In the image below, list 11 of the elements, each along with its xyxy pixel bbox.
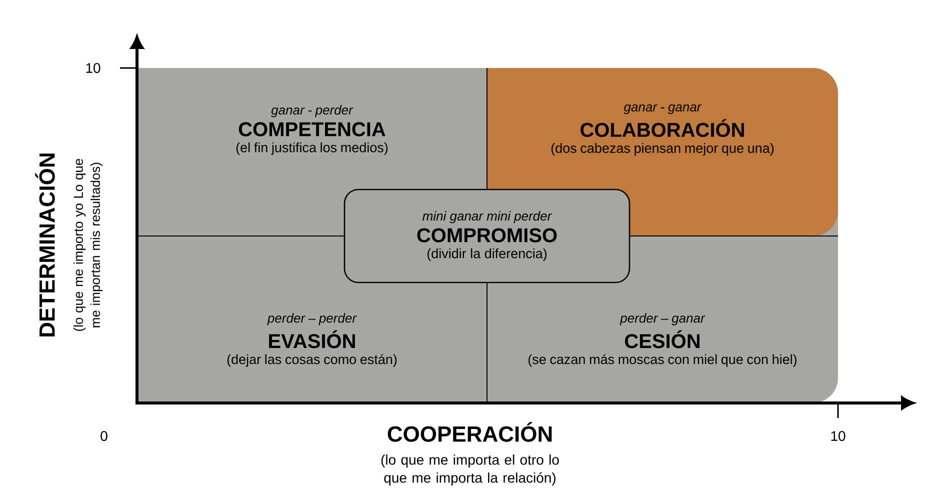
quadrant: ganar - perder COMPETENCIA (el fin justifica los medios)	[236, 105, 388, 155]
tick-label: 10	[831, 431, 846, 441]
tick-label: 10	[86, 63, 100, 73]
axis-title: COOPERACIÓN	[388, 422, 552, 442]
axis-subtitle: (lo que me importo yo Lo que me importan mis resultados)	[73, 158, 103, 331]
quadrant: perder – ganar CESIÓN (se cazan más moscas con miel que con hiel)	[528, 313, 796, 367]
quadrant: perder – perder EVASIÓN (dejar las cosas como están)	[227, 313, 397, 367]
axis-title: DETERMINACIÓN	[35, 154, 55, 336]
tick-label: 0	[100, 431, 108, 441]
compromise-box: mini ganar mini perder COMPROMISO (dividir la diferencia)	[344, 188, 630, 284]
axis-subtitle: (lo que me importa el otro lo que me importa la relación)	[381, 454, 559, 486]
